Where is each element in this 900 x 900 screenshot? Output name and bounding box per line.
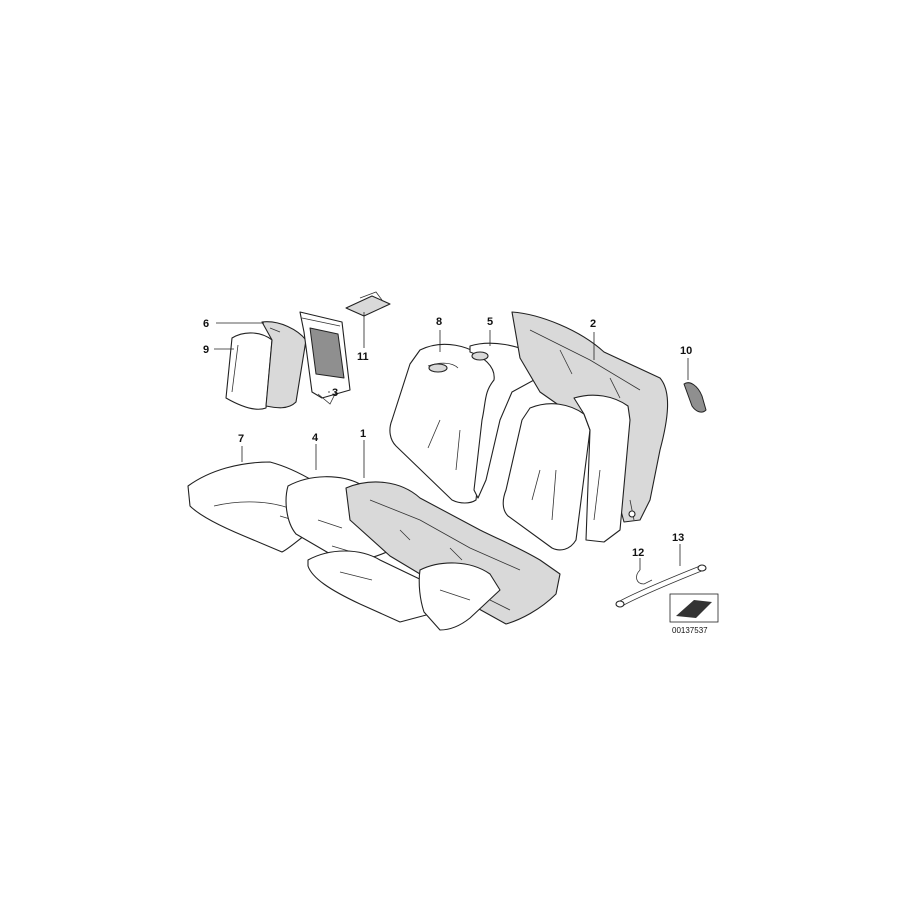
callout-6: 6 xyxy=(203,318,209,330)
part-6-cover-shell xyxy=(261,321,307,409)
part-13-cable xyxy=(615,564,707,608)
callout-8: 8 xyxy=(436,316,442,328)
part-3-bracket-frame xyxy=(299,311,351,405)
diagram-id-badge: 00137537 xyxy=(669,593,719,635)
part-8-backrest-left xyxy=(389,343,498,504)
part-5-backrest-centre xyxy=(469,342,541,499)
callout-5: 5 xyxy=(487,316,493,328)
callout-4: 4 xyxy=(312,432,319,444)
leader-lines xyxy=(214,312,689,570)
callout-11: 11 xyxy=(357,351,369,363)
callout-9: 9 xyxy=(203,344,209,356)
part-1-seat-frame xyxy=(345,481,561,625)
callout-2: 2 xyxy=(590,318,596,330)
callout-12: 12 xyxy=(632,547,644,559)
part-12-clip xyxy=(636,569,653,585)
callout-7: 7 xyxy=(238,433,244,445)
part-backrest-right-back xyxy=(573,394,631,543)
callout-13: 13 xyxy=(672,532,684,544)
diagram-id: 00137537 xyxy=(672,626,708,635)
callout-10: 10 xyxy=(680,345,692,357)
arrow-icon xyxy=(676,600,712,618)
callout-1: 1 xyxy=(360,428,366,440)
part-seat-cushion-right-outer xyxy=(418,562,501,631)
part-backrest-right xyxy=(502,403,591,551)
part-9-cover-panel xyxy=(225,332,273,410)
part-11-clip xyxy=(345,291,391,317)
part-10-release-handle xyxy=(683,382,707,413)
callout-3: 3 xyxy=(332,387,338,399)
